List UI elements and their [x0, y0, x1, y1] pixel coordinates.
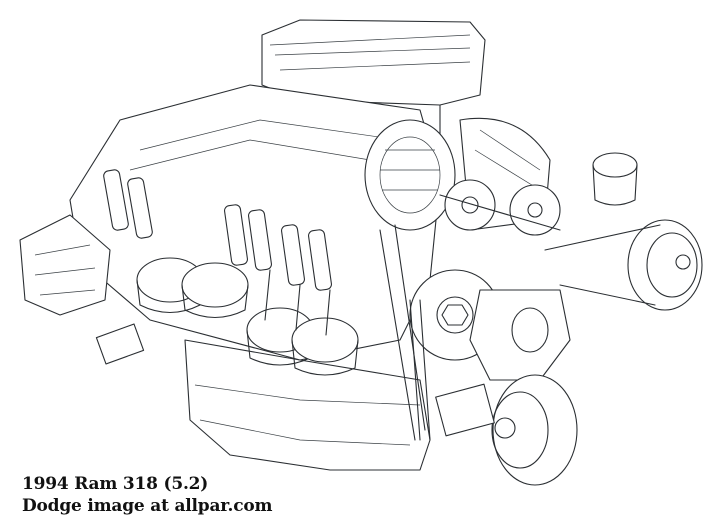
timing-gears	[409, 269, 571, 441]
pistons	[136, 257, 359, 376]
valve-train	[103, 169, 333, 336]
pulleys	[444, 152, 703, 311]
alternator	[364, 119, 456, 231]
caption-model: 1994 Ram 318 (5.2)	[22, 474, 209, 494]
exhaust-manifold	[19, 214, 145, 365]
drive-belt	[379, 194, 561, 441]
oil-pan	[184, 339, 431, 471]
crank-damper	[435, 374, 578, 486]
caption-credit: Dodge image at allpar.com	[22, 496, 273, 516]
